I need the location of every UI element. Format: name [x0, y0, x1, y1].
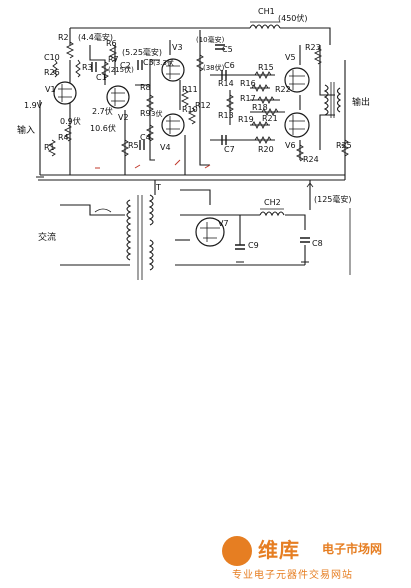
label-r12: R12 [195, 101, 211, 110]
label-r21: R21 [262, 114, 278, 123]
label-c1: C1 [96, 73, 107, 82]
label-c3: C3 [143, 58, 154, 67]
red-ground-marks [95, 159, 211, 169]
label-t: T [155, 183, 161, 192]
label-r19: R19 [238, 115, 254, 124]
label-c4: C4 [140, 133, 151, 142]
tube-v5 [284, 67, 310, 93]
label-v7: V7 [218, 219, 229, 228]
label-mid-current: (5.25毫安) [122, 47, 162, 57]
label-r20: R20 [258, 145, 274, 154]
arrows [306, 182, 351, 275]
label-r23: R23 [305, 43, 321, 52]
choke-ch1 [249, 21, 281, 30]
tube-v4 [161, 113, 185, 137]
label-ch1-v: (450伏) [278, 13, 308, 23]
label-r9-v: 3伏 [151, 109, 162, 118]
labels: R2 (4.4毫安) C10 R26 R3 C1 V1 1.9V 输入 0.9伏… [17, 7, 370, 250]
label-r14: R14 [218, 79, 234, 88]
label-r7: R7 [108, 55, 119, 64]
label-v5: V5 [285, 53, 296, 62]
label-ch2: CH2 [264, 198, 281, 207]
label-bias-v2: 2.7伏 [92, 106, 113, 116]
label-r26: R26 [44, 68, 60, 77]
output-transformer [323, 82, 342, 118]
tube-v2 [106, 85, 130, 109]
label-r16: R16 [240, 79, 256, 88]
label-v2-mark: (215伏) [108, 65, 134, 74]
watermark-brand: 维库 [258, 538, 300, 562]
label-c2: C2 [120, 61, 131, 70]
tube-v6 [284, 112, 310, 138]
label-v3: V3 [172, 43, 183, 52]
label-v2: V2 [118, 113, 129, 122]
label-c10: C10 [44, 53, 60, 62]
label-bias-v1: 0.9伏 [60, 116, 81, 126]
label-v3-38: (38伏) [203, 63, 225, 72]
label-ch1: CH1 [258, 7, 275, 16]
label-hv-current: (125毫安) [314, 194, 352, 204]
label-c7: C7 [224, 145, 235, 154]
label-c5: C5 [222, 45, 233, 54]
label-c9: C9 [248, 241, 259, 250]
tube-v3 [161, 58, 185, 82]
power-transformer [94, 194, 154, 280]
label-r9: R9 [140, 109, 151, 118]
label-r6: R6 [106, 39, 117, 48]
resistors [47, 41, 350, 162]
label-bias-v2b: 10.6伏 [90, 123, 116, 133]
label-v6: V6 [285, 141, 296, 150]
label-r4: R4 [58, 133, 69, 142]
tube-v7 [195, 217, 225, 247]
label-v3-mark: (10毫安) [196, 35, 225, 44]
label-v1: V1 [45, 85, 56, 94]
label-r2: R2 [58, 33, 69, 42]
label-output: 输出 [352, 96, 370, 108]
label-r18: R18 [252, 103, 268, 112]
label-r13: R13 [218, 111, 234, 120]
label-r17: R17 [240, 94, 256, 103]
label-ac: 交流 [38, 231, 56, 243]
brand-logo-icon [222, 536, 252, 566]
label-r22: R22 [275, 85, 291, 94]
label-r8: R8 [140, 83, 151, 92]
label-r1: R1 [44, 143, 55, 152]
tube-v1 [53, 81, 77, 105]
label-c8: C8 [312, 239, 323, 248]
choke-ch2 [259, 208, 285, 217]
label-v1-bias: 1.9V [24, 101, 43, 110]
label-r11: R11 [182, 85, 198, 94]
label-r3: R3 [82, 63, 93, 72]
label-c6: C6 [224, 61, 235, 70]
label-r15: R15 [258, 63, 274, 72]
watermark-tagline: 专业电子元器件交易网站 [232, 570, 353, 581]
watermark-brand-sub: 电子市场网 [322, 542, 383, 556]
label-top-current: (4.4毫安) [78, 32, 113, 42]
label-c3-v: (3.3伏 [153, 58, 174, 67]
label-r10: R10 [182, 105, 198, 114]
capacitors [91, 44, 310, 250]
label-input: 输入 [17, 124, 35, 136]
label-r24: R24 [303, 155, 319, 164]
ground-symbols [36, 176, 309, 263]
label-r25: R25 [336, 141, 352, 150]
label-r5: R5 [128, 141, 139, 150]
label-v4: V4 [160, 143, 171, 152]
